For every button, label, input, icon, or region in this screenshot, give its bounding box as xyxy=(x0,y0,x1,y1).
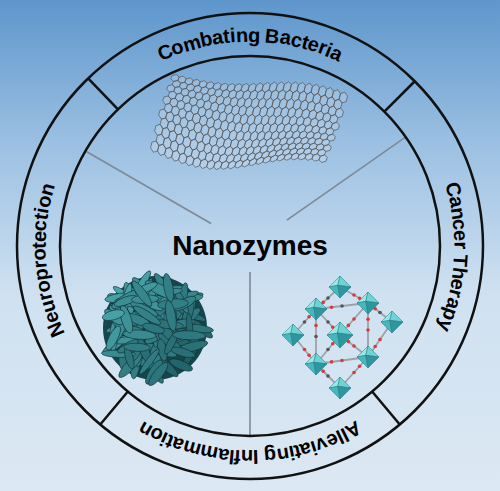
ring-segment: Combating Bacteria xyxy=(150,20,352,69)
atom xyxy=(307,354,311,358)
metal-node xyxy=(291,333,304,346)
atom xyxy=(330,360,334,364)
atom xyxy=(326,374,330,378)
letter xyxy=(258,445,265,468)
nanoflower-sphere xyxy=(100,269,215,388)
petal xyxy=(101,308,125,323)
arc-label: Cancer Therapy xyxy=(434,178,472,337)
ring-segment: Alleviating Inflammation xyxy=(130,414,369,473)
petal xyxy=(146,360,171,388)
ring-divider xyxy=(372,392,400,425)
petal xyxy=(162,273,176,303)
outer-circle xyxy=(17,13,483,479)
metal-node xyxy=(314,362,327,375)
metal-node xyxy=(338,285,351,298)
atom xyxy=(358,365,362,369)
atom xyxy=(307,315,311,319)
atom xyxy=(352,317,356,321)
sector-line xyxy=(287,138,405,221)
letter: n xyxy=(241,445,254,468)
petal xyxy=(129,279,154,309)
petal xyxy=(168,356,194,373)
atom xyxy=(366,328,370,332)
atom xyxy=(326,348,330,352)
atom xyxy=(314,335,318,339)
atom xyxy=(347,324,351,328)
letter: t xyxy=(27,242,50,249)
graphene-cell xyxy=(319,155,327,162)
metal-node xyxy=(314,307,327,320)
graphene-sheet xyxy=(151,75,348,170)
graphene-cell xyxy=(207,160,215,169)
atom xyxy=(331,342,335,346)
metal-node xyxy=(366,301,379,314)
arc-label: Neuroprotection xyxy=(28,178,68,340)
ring-divider xyxy=(88,78,118,109)
atom xyxy=(352,293,356,297)
atom xyxy=(314,324,318,328)
atom xyxy=(378,311,382,315)
atom xyxy=(330,305,334,309)
metal-node xyxy=(337,322,353,335)
atom xyxy=(352,344,356,348)
letter: e xyxy=(449,230,473,242)
atom xyxy=(303,348,307,352)
atom xyxy=(340,359,344,363)
outer-ring xyxy=(17,13,483,479)
letter: c xyxy=(448,218,472,231)
graphene-cell xyxy=(221,161,229,170)
petal xyxy=(141,321,165,335)
graphene-cell xyxy=(228,161,236,169)
atom xyxy=(321,369,325,373)
ring-segment: Neuroprotection xyxy=(24,174,72,344)
atom xyxy=(303,320,307,324)
graphene-cell xyxy=(291,153,299,160)
sector-dividers xyxy=(86,138,404,435)
graphene-cell xyxy=(214,161,222,170)
graphene-cell xyxy=(284,153,292,160)
metal-node xyxy=(338,386,351,399)
letter: o xyxy=(27,248,50,261)
atom xyxy=(366,317,370,321)
graphene-cell xyxy=(298,153,306,160)
letter: n xyxy=(235,23,248,46)
atom xyxy=(352,371,356,375)
petal xyxy=(118,304,136,334)
center-circle: Nanozymes xyxy=(60,56,440,436)
atom xyxy=(340,304,344,308)
graphene-cell xyxy=(270,155,278,162)
sector-line xyxy=(86,152,211,224)
graphene-cell xyxy=(242,159,250,167)
graphene-cell xyxy=(277,154,285,161)
metal-node xyxy=(390,320,403,333)
petal xyxy=(163,299,178,331)
atom xyxy=(373,345,377,349)
letter: r xyxy=(449,241,472,249)
graphene-cell xyxy=(235,160,243,168)
arc-label: Combating Bacteria xyxy=(154,24,348,65)
letter: e xyxy=(27,230,50,242)
center-title: Nanozymes xyxy=(172,230,328,262)
graphene-cell xyxy=(249,158,257,165)
atom xyxy=(378,338,382,342)
ring-divider xyxy=(100,392,128,425)
ring-divider xyxy=(384,81,414,111)
letter: g xyxy=(248,23,261,46)
petal xyxy=(103,324,123,352)
inner-circle xyxy=(60,56,440,436)
metal-node xyxy=(337,333,353,348)
sector-line xyxy=(249,272,251,435)
arc-label: Alleviating Inflammation xyxy=(134,418,365,469)
letter: g xyxy=(263,444,277,468)
ring-segment: Cancer Therapy xyxy=(430,174,476,341)
letter: I xyxy=(253,445,259,468)
atom xyxy=(326,320,330,324)
petal xyxy=(172,330,206,340)
petal xyxy=(123,343,150,352)
atom xyxy=(326,296,330,300)
metal-node xyxy=(366,355,379,368)
